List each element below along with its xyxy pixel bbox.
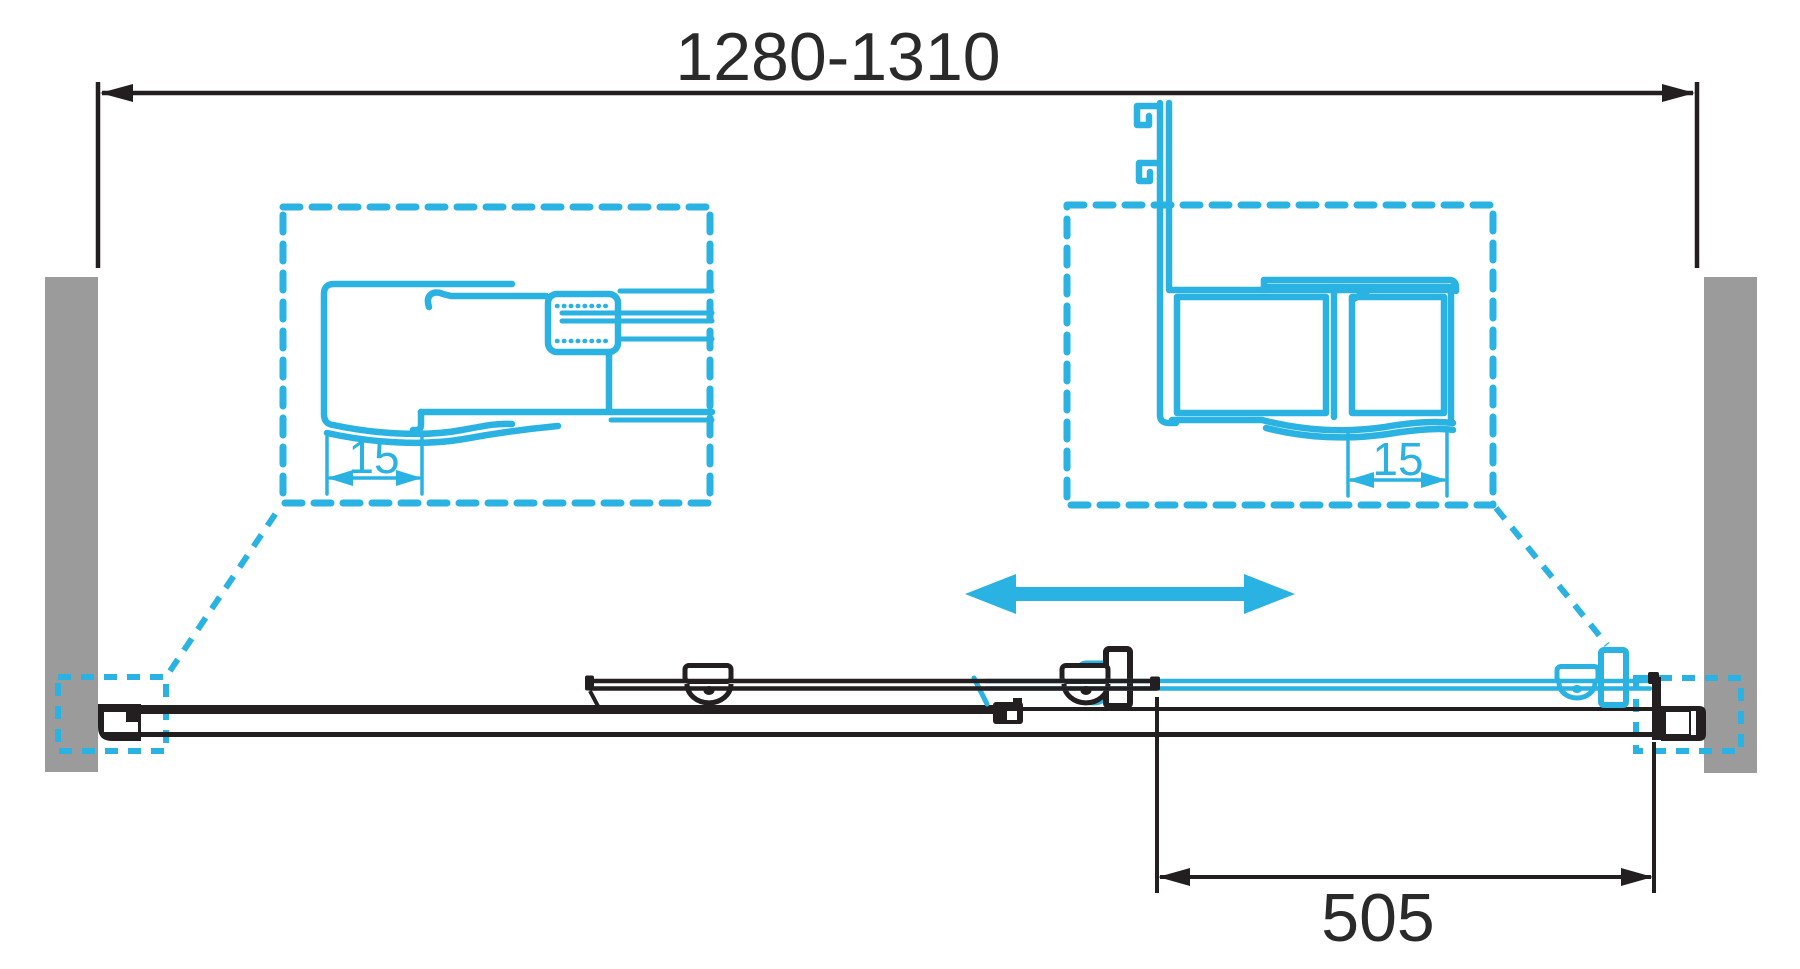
inset-label-left: 15 bbox=[348, 431, 399, 483]
dimension-arrow-right bbox=[1621, 868, 1653, 886]
detail-box-right bbox=[1063, 201, 1497, 509]
door-glass-edge bbox=[588, 690, 601, 709]
ghost-hook-bracket bbox=[1598, 647, 1629, 708]
ghost-door-right-fitting bbox=[1554, 647, 1629, 708]
door-hardware bbox=[682, 646, 1133, 709]
slide-direction-arrow bbox=[965, 574, 1295, 614]
detail-box-left bbox=[279, 203, 714, 507]
door-end-cap-left bbox=[585, 675, 594, 691]
ghost-door-tip bbox=[1648, 672, 1659, 684]
plan-view bbox=[98, 646, 1706, 741]
profile-chamber-left bbox=[1173, 293, 1330, 417]
dimension-arrow-right bbox=[1662, 84, 1695, 102]
fixed-panel-end-fitting bbox=[993, 698, 1023, 724]
detail-callout-right bbox=[1063, 99, 1497, 509]
wall-left bbox=[45, 277, 98, 772]
dimension-arrow-left bbox=[1158, 868, 1190, 886]
hook-profile-section-right bbox=[1133, 99, 1460, 441]
mount-hook-top bbox=[1133, 102, 1161, 129]
zoom-leaders bbox=[55, 505, 1744, 754]
door-panel bbox=[588, 678, 1157, 709]
overall-width-dimension bbox=[95, 82, 1700, 268]
profile-chamber-right bbox=[1348, 293, 1448, 417]
ghost-roller-pin bbox=[1572, 685, 1582, 693]
leader-line-right bbox=[1493, 506, 1610, 647]
inset-dimension-right bbox=[1346, 428, 1449, 498]
wall-profile-right-plan bbox=[1648, 672, 1706, 741]
door-travel-dimension bbox=[1155, 697, 1656, 893]
leader-line-left bbox=[167, 505, 283, 673]
overall-width-label: 1280-1310 bbox=[675, 19, 1000, 95]
door-roller-pin bbox=[703, 686, 715, 695]
wall-profile-section-left bbox=[320, 280, 716, 447]
door-end-cap-right bbox=[1150, 676, 1160, 691]
inset-label-right: 15 bbox=[1372, 433, 1423, 485]
inset-dimension-left bbox=[325, 430, 424, 496]
wall-profile-left-plan bbox=[98, 704, 141, 741]
door-travel-label: 505 bbox=[1321, 880, 1434, 956]
door-roller-pin bbox=[1080, 686, 1092, 695]
zoom-region-right bbox=[1633, 675, 1744, 754]
mount-hook-lower bbox=[1135, 159, 1161, 185]
wall-right bbox=[1704, 277, 1757, 773]
detail-callout-left bbox=[279, 203, 716, 507]
dimension-arrow-left bbox=[100, 84, 133, 102]
